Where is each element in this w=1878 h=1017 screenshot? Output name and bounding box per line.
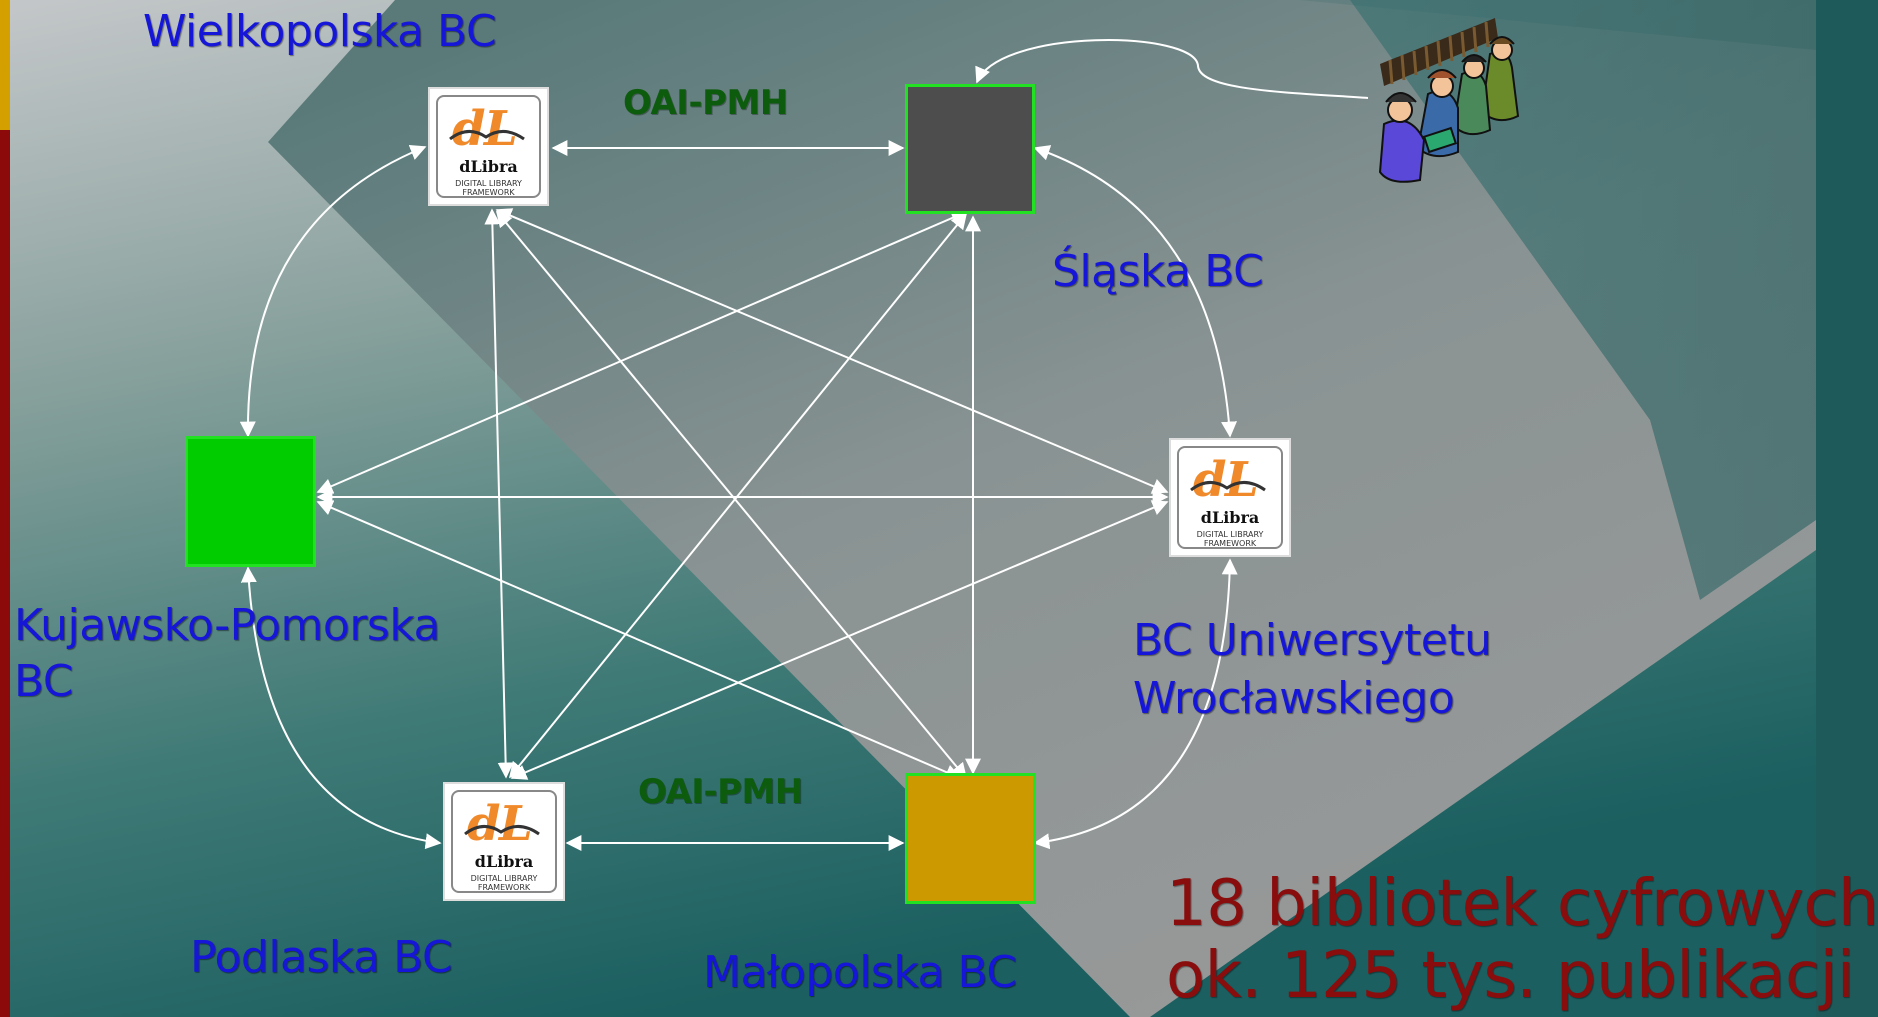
node-slaska [905, 84, 1035, 214]
dlibra-book-icon: d L [1190, 452, 1266, 508]
dlibra-name: dLibra [1200, 508, 1260, 527]
edge-wielkopolska-malopolska [495, 210, 968, 780]
edge-wielkopolska-podlaska [484, 208, 514, 779]
svg-text:L: L [482, 101, 518, 157]
library-users-icon [1378, 18, 1520, 183]
edge-users-slaska [975, 39, 1369, 99]
stats-publications: ok. 125 tys. publikacji [1166, 939, 1855, 1013]
svg-text:d: d [467, 796, 501, 852]
node-malopolska [905, 773, 1036, 904]
stats-text: 18 bibliotek cyfrowych ok. 125 tys. publ… [1166, 868, 1878, 1012]
edge-podlaska-bcuw [510, 500, 1169, 780]
dlibra-name: dLibra [459, 157, 518, 176]
svg-text:d: d [1193, 452, 1227, 508]
svg-text:L: L [1223, 452, 1259, 508]
edge-bcuw-malopolska [1033, 558, 1238, 850]
stats-libraries: 18 bibliotek cyfrowych [1166, 867, 1878, 941]
edge-kujawsko-podlaska [240, 566, 442, 850]
edge-slaska-bcuw [1033, 145, 1238, 438]
dlibra-name: dLibra [474, 852, 534, 871]
label-slaska: Śląska BC [1052, 246, 1264, 297]
label-podlaska: Podlaska BC [190, 932, 453, 983]
label-oai-pmh-top: OAI-PMH [623, 83, 788, 123]
svg-text:d: d [452, 101, 486, 157]
label-wielkopolska: Wielkopolska BC [143, 6, 497, 57]
node-kujawsko-pomorska [185, 436, 316, 567]
connection-arrows [239, 39, 1369, 851]
dlibra-book-icon: d L [464, 796, 540, 852]
edge-wielkopolska-kujawsko [239, 145, 427, 438]
label-oai-pmh-bottom: OAI-PMH [638, 772, 803, 812]
dlibra-book-icon: d L [449, 101, 525, 157]
edge-slaska-kujawsko [316, 210, 968, 494]
label-malopolska: Małopolska BC [703, 947, 1017, 998]
svg-text:L: L [497, 796, 533, 852]
edge-slaska-podlaska [508, 212, 968, 779]
